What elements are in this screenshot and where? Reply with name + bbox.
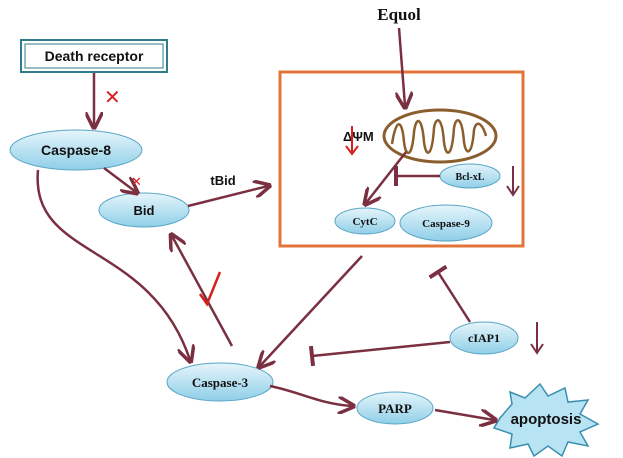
ciap1-node: cIAP1 (449, 321, 519, 355)
activated-check-icon (198, 271, 222, 307)
caspase9-label: Caspase-9 (422, 218, 470, 230)
arrow-equol-to-mitochondria (399, 27, 405, 106)
caspase3-label: Caspase-3 (192, 375, 249, 390)
bclxl-label: Bcl-xL (456, 172, 485, 183)
down-arrow-icon (530, 322, 544, 355)
cytc-label: CytC (352, 216, 377, 228)
caspase9-node: Caspase-9 (399, 204, 493, 242)
cytc-node: CytC (334, 207, 396, 235)
down-arrow-icon (506, 166, 520, 197)
caspase3-node: Caspase-3 (166, 362, 274, 402)
apoptosis-node: apoptosis (492, 382, 600, 458)
inhibited-cross-icon: ✕ (131, 175, 142, 190)
arrow-caspase3-to-bid (172, 236, 234, 347)
apoptosis-label: apoptosis (511, 411, 582, 428)
arrow-mitochondria-to-caspase3 (260, 255, 363, 366)
ciap1-label: cIAP1 (468, 331, 500, 345)
inhibit-ciap1-to-caspase9 (428, 264, 472, 323)
death-receptor-label: Death receptor (45, 48, 144, 64)
parp-node: PARP (356, 391, 434, 425)
inhibited-cross-icon: ✕ (104, 85, 121, 109)
arrow-caspase8-to-caspase3 (36, 169, 190, 360)
tbid-label: tBid (210, 173, 235, 188)
bid-node: Bid (98, 192, 190, 228)
bclxl-node: Bcl-xL (439, 163, 501, 189)
inhibit-ciap1-to-caspase3 (309, 340, 451, 367)
arrow-caspase3-to-parp (269, 384, 352, 406)
arrow-parp-to-apoptosis (434, 408, 494, 420)
parp-label: PARP (378, 401, 412, 416)
equol-label: Equol (377, 5, 421, 24)
death-receptor-node: Death receptor (20, 39, 168, 73)
bid-label: Bid (134, 203, 155, 218)
arrow-bid-to-tbid (187, 186, 268, 208)
caspase8-label: Caspase-8 (41, 142, 111, 158)
arrow-mitochondria-to-cytc (366, 151, 407, 203)
delta-psi-m-label: ΔΨM (343, 129, 374, 144)
caspase8-node: Caspase-8 (9, 129, 143, 171)
down-arrow-icon (345, 126, 359, 156)
arrow-caspase8-to-bid (103, 167, 136, 192)
mitochondrion-icon (382, 108, 498, 164)
